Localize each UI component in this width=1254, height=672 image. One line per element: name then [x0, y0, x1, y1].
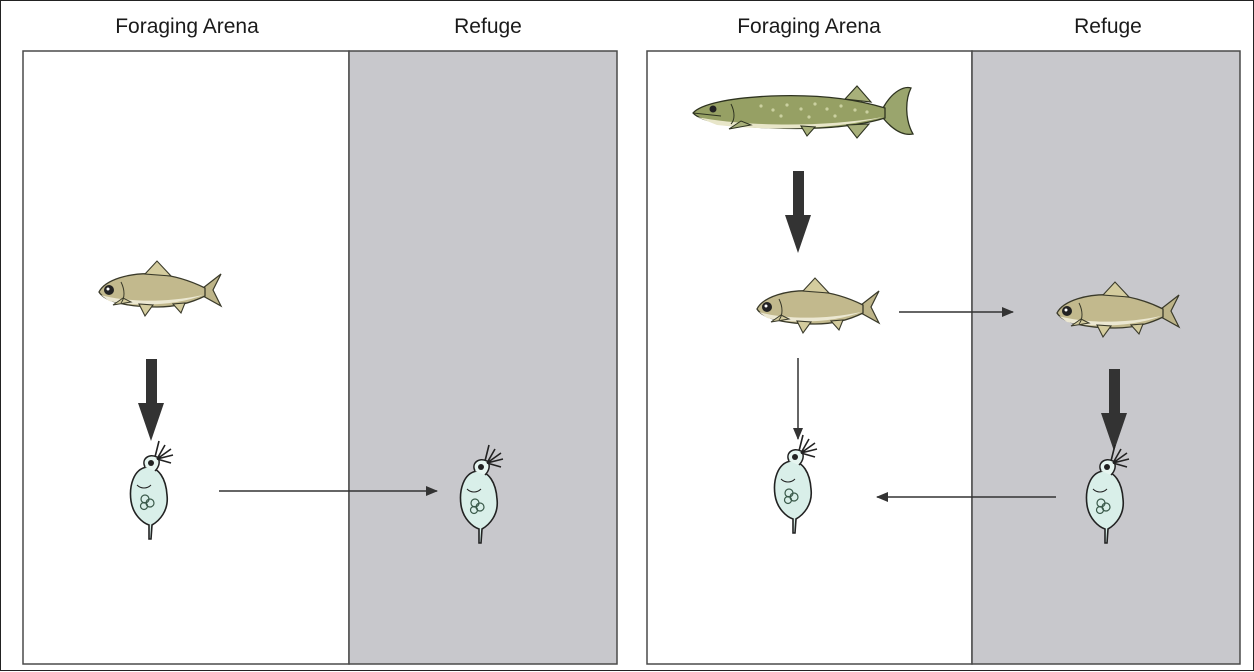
panel-1-refuge	[349, 51, 617, 664]
panel-1-foraging-arena	[23, 51, 349, 664]
panel-2-refuge	[972, 51, 1240, 664]
panel-1	[23, 51, 617, 664]
panel-2-foraging-arena	[647, 51, 972, 664]
panel-2	[647, 51, 1240, 664]
